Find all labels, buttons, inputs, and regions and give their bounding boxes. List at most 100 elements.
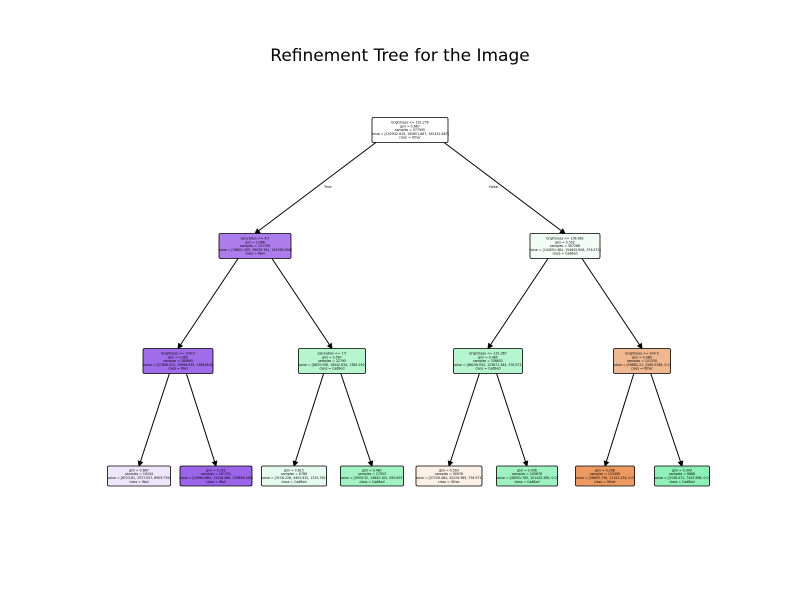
tree-edge-n3-n7 [137, 373, 170, 467]
tree-node-text: saturation <= 7.5 [318, 352, 347, 356]
tree-node-text: samples = 180695 [163, 359, 193, 363]
tree-node-text: value = [86249.053, 123671.364, 376.571] [453, 363, 523, 367]
tree-edge-n2-n6 [581, 258, 643, 350]
tree-node-text: class = Wall [245, 252, 264, 256]
tree-node-text: gini = 0.667 [400, 124, 420, 128]
tree-node-text: samples = 6786 [281, 472, 307, 476]
tree-node-text: gini = 0.487 [362, 468, 382, 472]
tree-node-text: value = [3116.226, 4403.932, 1315.762] [261, 476, 327, 480]
tree-node-text: saturation <= 4.5 [241, 237, 270, 241]
tree-node-text: samples = 577995 [395, 128, 425, 132]
tree-node-text: gini = 0.436 [517, 468, 537, 472]
tree-node-box [453, 348, 523, 374]
tree-node-text: samples = 22795 [318, 359, 346, 363]
tree-node-text: gini = 0.503 [439, 468, 459, 472]
tree-node-text: samples = 123499 [590, 472, 620, 476]
tree-node-text: samples = 19244 [125, 472, 153, 476]
tree-edges [137, 142, 684, 467]
tree-node-text: value = [6723.81, 2577.057, 8903.759] [107, 476, 171, 480]
tree-node-box [107, 465, 171, 487]
tree-node-text: samples = 336652 [473, 359, 503, 363]
tree-node-text: brightness <= 136.962 [546, 237, 583, 241]
tree-node-box [142, 348, 214, 374]
tree-edge-n6-n14 [650, 373, 684, 467]
tree-node-text: samples = 245676 [512, 472, 542, 476]
tree-node-text: class = CadBed [360, 480, 385, 484]
tree-node-text: value = [192942.819, 192601.667, 192451.… [371, 132, 449, 136]
tree-edge-n6-n13 [603, 373, 635, 467]
tree-node-text: gini = 0.352 [206, 468, 226, 472]
tree-node-text: gini = 0.389 [168, 355, 188, 359]
tree-node-text: samples = 241709 [240, 244, 270, 248]
tree-node-text: value = [37159.484, 32229.365, 376.571] [415, 476, 483, 480]
tree-node-text: samples = 367286 [550, 244, 580, 248]
edge-label-false: False [489, 185, 499, 189]
tree-node-text: class = Other [438, 480, 460, 484]
tree-node-text: gini = 0.298 [595, 468, 615, 472]
tree-edge-n4-n9 [292, 373, 325, 467]
tree-node-box [261, 465, 327, 487]
tree-node-text: class = Wall [129, 480, 148, 484]
tree-node-text: value = [59862.21, 2289.5389, 0.0] [613, 363, 670, 367]
tree-edge-n1-n4 [271, 258, 333, 350]
tree-node-box [529, 233, 601, 259]
tree-node-text: value = [27898.525, 19996.929, 138618.9] [143, 363, 213, 367]
tree-node-text: brightness <= 109.0 [161, 352, 194, 356]
chart-title: Refinement Tree for the Image [270, 46, 530, 66]
tree-node-box [496, 465, 558, 487]
tree-node-text: class = CadBed [670, 480, 695, 484]
edge-labels: True False [323, 185, 499, 189]
tree-node-text: value = [144591.484, 154642.906, 376.571… [529, 248, 601, 252]
tree-node-text: class = CadBed [282, 480, 307, 484]
tree-node-text: samples = 101250 [627, 359, 657, 363]
tree-node-text: class = Other [399, 136, 421, 140]
tree-edge-n3-n8 [185, 373, 218, 467]
tree-node-text: value = [18964.684, 17418.486, 129899.18… [179, 476, 253, 480]
tree-node-text: gini = 0.343 [672, 468, 692, 472]
tree-node-text: gini = 0.485 [478, 355, 498, 359]
tree-node-box [415, 465, 483, 487]
tree-node-text: value = [56605.739, 11102.234, 0.0] [575, 476, 635, 480]
tree-node-box [575, 465, 635, 487]
tree-node-box [218, 233, 292, 259]
tree-node-box [654, 465, 710, 487]
tree-node-text: gini = 0.502 [555, 240, 575, 244]
tree-edge-n5-n12 [496, 373, 529, 467]
tree-edge-n0-n1 [254, 142, 377, 235]
tree-edge-n0-n2 [443, 142, 566, 235]
tree-edge-n2-n5 [487, 258, 549, 350]
tree-node-box [340, 465, 404, 487]
edge-label-true: True [323, 185, 332, 189]
tree-node-box [371, 117, 449, 143]
tree-node-text: value = [3136.471, 7425.566, 0.0] [654, 476, 709, 480]
tree-node-text: gini = 0.480 [632, 355, 652, 359]
tree-node-text: brightness <= 204.5 [625, 352, 658, 356]
tree-node-box [613, 348, 671, 374]
tree-node-text: class = Other [594, 480, 616, 484]
tree-node-text: gini = 0.466 [245, 240, 265, 244]
tree-node-text: value = [38621.435, 39039.761, 154789.00… [218, 248, 292, 252]
tree-node-text: gini = 0.567 [322, 355, 342, 359]
tree-node-text: class = CadBed [553, 252, 578, 256]
tree-node-text: class = CadBed [476, 367, 501, 371]
tree-node-text: samples = 90976 [435, 472, 463, 476]
tree-node-text: samples = 9868 [669, 472, 695, 476]
tree-node-text: gini = 0.615 [284, 468, 304, 472]
tree-node-text: class = Other [631, 367, 653, 371]
tree-node-text: class = Wall [206, 480, 225, 484]
